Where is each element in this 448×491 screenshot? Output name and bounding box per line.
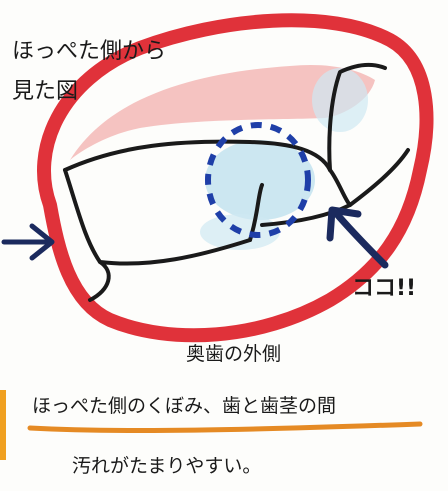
- tooth-lower-edge: [90, 262, 109, 300]
- koko-label: ココ!!: [352, 276, 416, 301]
- pointer-arrow-icon: [330, 210, 385, 265]
- edge-orange-strip: [0, 390, 6, 460]
- top-label-line2: 見た図: [12, 79, 78, 104]
- caption-line1: 奥歯の外側: [186, 343, 281, 365]
- caption-underline: [30, 424, 420, 431]
- caption-line2: ほっぺた側のくぼみ、歯と歯茎の間: [32, 395, 336, 417]
- left-arrow-icon: [4, 226, 52, 258]
- top-label-line1: ほっぺた側から: [12, 39, 166, 64]
- tooth-right-edge: [350, 150, 408, 205]
- caption-line3: 汚れがたまりやすい。: [72, 455, 261, 477]
